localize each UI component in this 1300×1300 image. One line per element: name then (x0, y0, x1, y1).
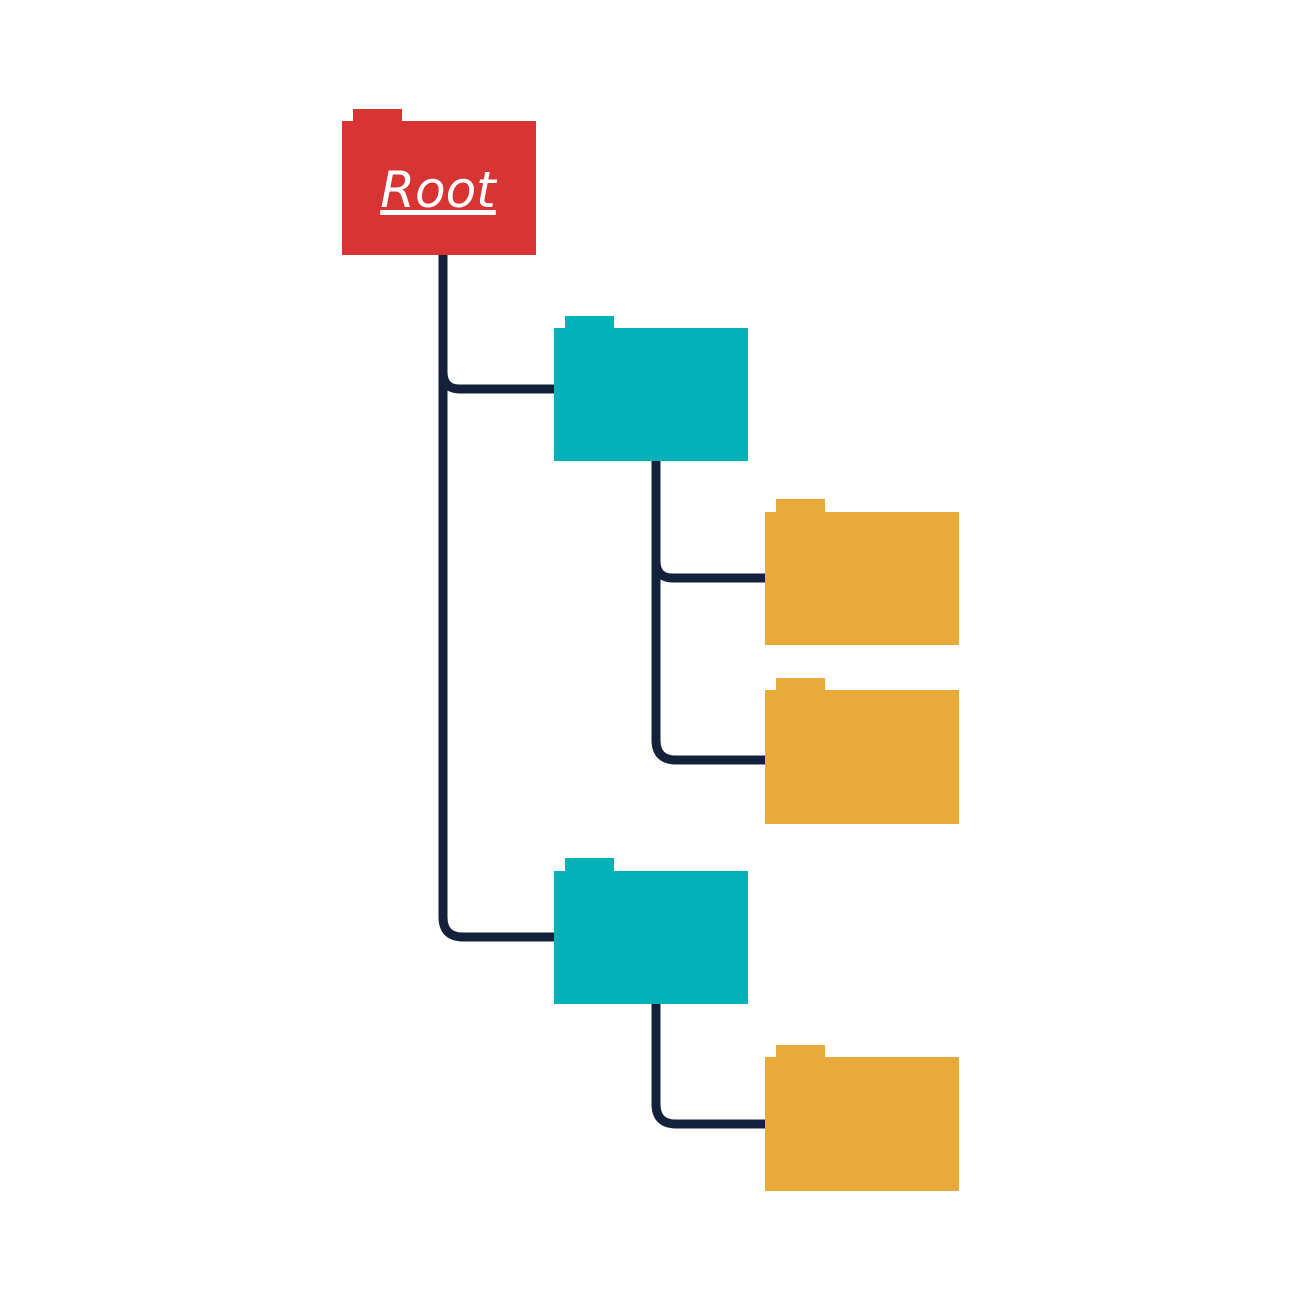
folder-body (765, 690, 959, 824)
folder-tab (776, 499, 825, 514)
folder-tab (776, 1045, 825, 1059)
root-folder[interactable]: Root (342, 109, 536, 255)
folder-body (342, 121, 536, 255)
folder-icon (765, 1045, 959, 1191)
folder-tab (776, 678, 825, 692)
folder-body (554, 871, 748, 1004)
folder-body (765, 512, 959, 645)
tree-connectors (438, 250, 770, 1129)
folder-body (765, 1057, 959, 1191)
folder-icon (554, 858, 748, 1004)
folder-tab (565, 316, 614, 330)
connector-folder-b-to-subfolder-b1 (651, 999, 770, 1129)
connector-root-to-folder-b (438, 367, 559, 942)
subfolder-a2[interactable] (765, 678, 959, 824)
folder-a[interactable] (554, 316, 748, 461)
folder-icon (554, 316, 748, 461)
connector-folder-a-to-subfolder-a2 (651, 556, 770, 765)
root-folder-label: Root (380, 161, 498, 219)
folder-b[interactable] (554, 858, 748, 1004)
subfolder-b1[interactable] (765, 1045, 959, 1191)
folder-tab (353, 109, 402, 123)
folder-icon (342, 109, 536, 255)
subfolder-a1[interactable] (765, 499, 959, 645)
folder-tab (565, 858, 614, 873)
folder-body (554, 328, 748, 461)
folder-icon (765, 678, 959, 824)
folder-icon (765, 499, 959, 645)
